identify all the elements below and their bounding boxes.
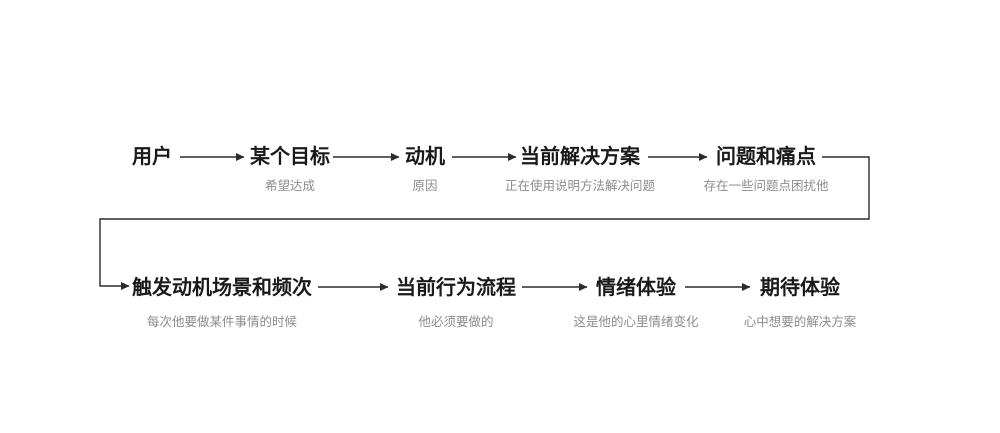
node-subtitle: 这是他的心里情绪变化 — [573, 314, 699, 329]
node-subtitle: 存在一些问题点困扰他 — [703, 178, 829, 193]
flow-node-current-solution: 当前解决方案 正在使用说明方法解决问题 — [505, 145, 655, 194]
node-subtitle: 正在使用说明方法解决问题 — [504, 178, 656, 193]
node-subtitle: 每次他要做某件事情的时候 — [146, 314, 297, 329]
flow-node-trigger-scene-frequency: 触发动机场景和频次 每次他要做某件事情的时候 — [132, 276, 312, 330]
flow-node-pain-points: 问题和痛点 存在一些问题点困扰他 — [703, 145, 828, 194]
node-title: 用户 — [132, 144, 172, 168]
flow-node-goal: 某个目标 希望达成 — [250, 145, 330, 194]
node-title: 某个目标 — [250, 144, 330, 168]
connector-painpoint-to-trigger — [99, 156, 870, 290]
node-subtitle: 原因 — [412, 178, 438, 193]
flow-node-current-behavior-process: 当前行为流程 他必须要做的 — [396, 276, 516, 330]
node-title: 触发动机场景和频次 — [132, 275, 312, 299]
node-subtitle: 心中想要的解决方案 — [743, 314, 857, 329]
flow-node-expected-experience: 期待体验 心中想要的解决方案 — [744, 276, 857, 330]
node-subtitle: 希望达成 — [264, 178, 315, 193]
node-title: 问题和痛点 — [715, 144, 816, 168]
flow-node-emotional-experience: 情绪体验 这是他的心里情绪变化 — [573, 276, 698, 330]
node-title: 动机 — [405, 144, 445, 168]
flow-node-user: 用户 — [132, 145, 172, 178]
node-subtitle: 他必须要做的 — [418, 314, 494, 329]
node-title: 期待体验 — [759, 275, 840, 299]
node-title: 情绪体验 — [595, 275, 676, 299]
node-title: 当前解决方案 — [519, 144, 640, 168]
node-title: 当前行为流程 — [396, 275, 516, 299]
flow-node-motivation: 动机 原因 — [405, 145, 445, 194]
